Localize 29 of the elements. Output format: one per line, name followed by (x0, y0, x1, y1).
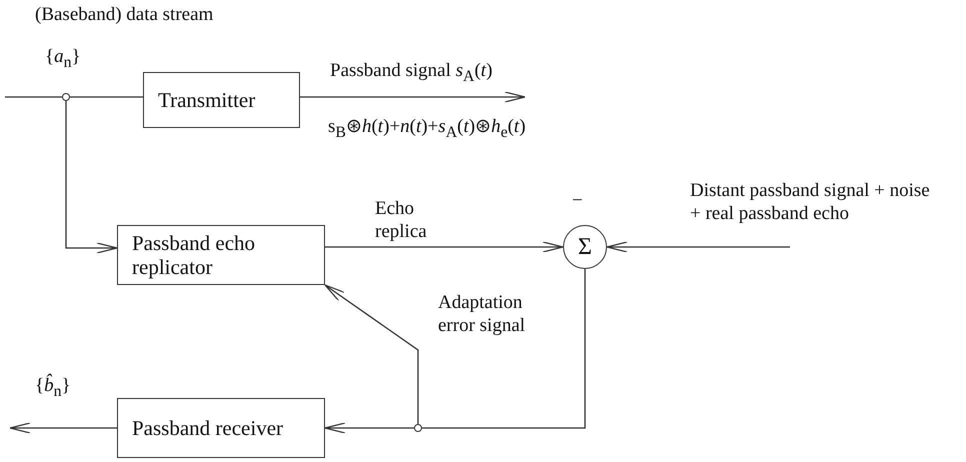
arrow (65, 101, 118, 254)
node-label: Transmitter (158, 88, 256, 112)
arrow (606, 241, 790, 253)
edge-label: {b̂$_{n}$} (35, 375, 72, 402)
process-box (143, 72, 300, 128)
junction-dot (62, 93, 70, 101)
node-label: Σ (578, 234, 592, 260)
arrow (9, 422, 117, 434)
node-label: Passband echo replicator (132, 230, 256, 280)
connector-line (5, 96, 62, 98)
arrow (324, 422, 414, 434)
connector-line (70, 96, 143, 98)
arrow (325, 241, 564, 253)
summing-junction (563, 225, 607, 269)
arrow (300, 91, 526, 103)
minus-sign: − (572, 190, 583, 213)
connector-line (422, 269, 586, 429)
node-label: Passband receiver (132, 416, 284, 440)
edge-label: Echo replica (375, 198, 428, 244)
arrow (324, 284, 419, 424)
edge-label: Distant passband signal + noise + real passband echo (690, 180, 931, 226)
text-label: {a$_{n}$} (45, 46, 81, 73)
process-box (117, 398, 325, 458)
edge-label: Adaptation error signal (438, 292, 526, 338)
junction-dot (414, 424, 422, 432)
text-label: (Baseband) data stream (35, 4, 214, 27)
process-box (117, 225, 325, 285)
formula: s$_{B}$⊛h(t)+n(t)+s$_{A}$(t)⊛h$_{e}$(t) (328, 116, 526, 143)
edge-label: Passband signal s$_{A}$(t) (330, 60, 494, 87)
